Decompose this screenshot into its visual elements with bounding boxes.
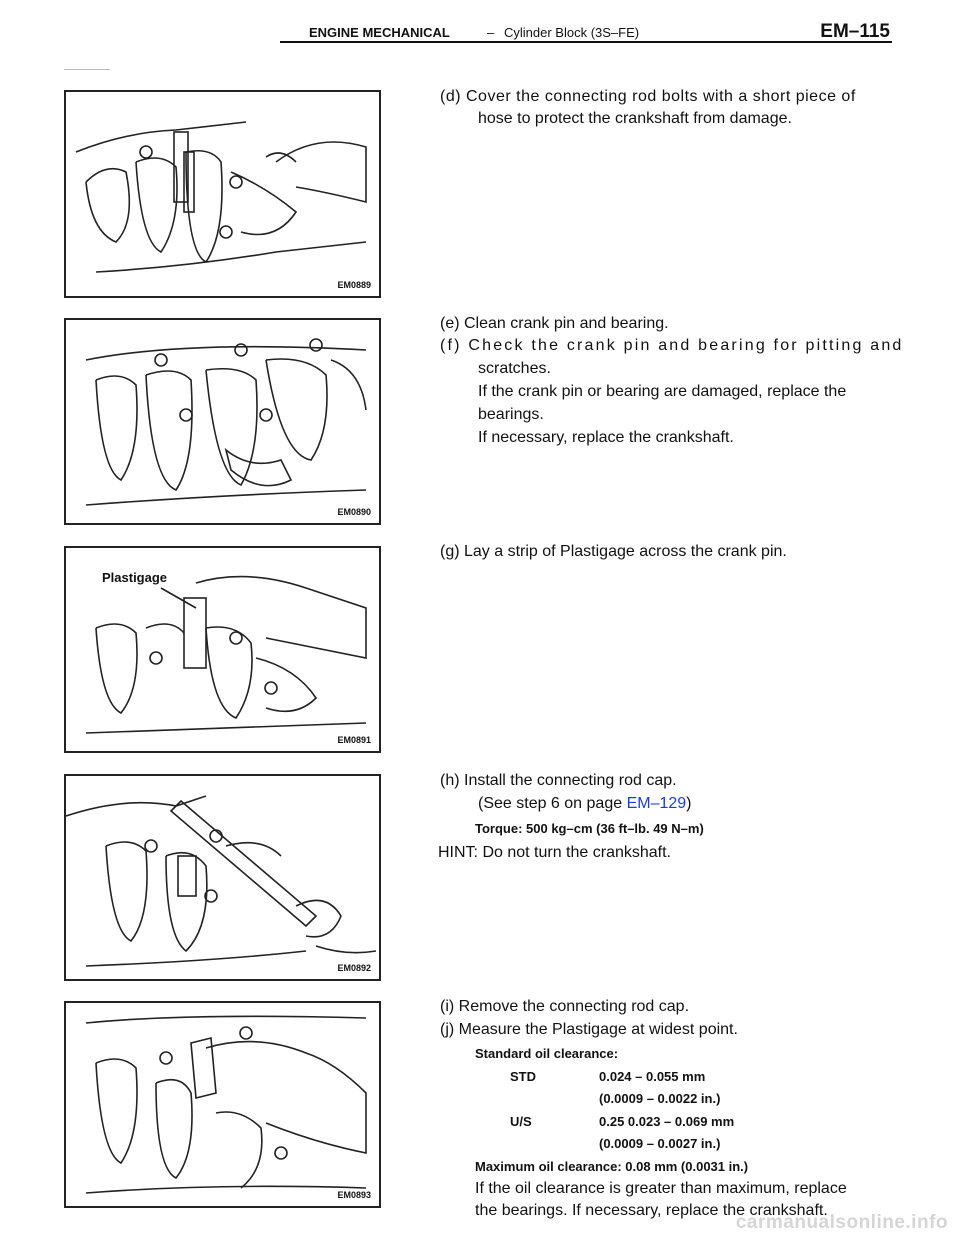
- us-value-mm: 0.25 0.023 – 0.069 mm: [599, 1114, 735, 1129]
- hint-text: HINT: Do not turn the crankshaft.: [438, 844, 671, 861]
- figure-em0892: EM0892: [64, 774, 381, 981]
- step-h-ref-post: ): [686, 795, 692, 812]
- us-label: U/S: [510, 1114, 532, 1129]
- us-value-in: (0.0009 – 0.0027 in.): [599, 1136, 721, 1151]
- step-e: (e) Clean crank pin and bearing.: [440, 315, 669, 332]
- torque-spec: Torque: 500 kg–cm (36 ft–lb. 49 N–m): [475, 821, 704, 836]
- engine-illustration: [85, 338, 367, 506]
- plastigage-label: Plastigage: [102, 570, 168, 585]
- step-g: (g) Lay a strip of Plastigage across the…: [440, 543, 787, 560]
- std-value-in: (0.0009 – 0.0022 in.): [599, 1091, 721, 1106]
- header-rule: [280, 41, 892, 43]
- step-f-note2: If necessary, replace the crankshaft.: [478, 429, 734, 446]
- step-j: (j) Measure the Plastigage at widest poi…: [440, 1021, 738, 1038]
- std-label: STD: [510, 1069, 536, 1084]
- header-dash: –: [487, 25, 495, 40]
- page-link-em129[interactable]: EM–129: [626, 795, 687, 812]
- step-f-note1-cont: bearings.: [478, 406, 544, 423]
- engine-illustration: [85, 1015, 367, 1194]
- step-h: (h) Install the connecting rod cap.: [440, 772, 677, 789]
- engine-illustration: [66, 795, 377, 967]
- step-f-cont: scratches.: [478, 360, 551, 377]
- figure-code: EM0893: [337, 1190, 371, 1200]
- header-section: ENGINE MECHANICAL: [309, 25, 450, 40]
- std-clearance-title: Standard oil clearance:: [475, 1046, 619, 1061]
- step-f-note1: If the crank pin or bearing are damaged,…: [478, 383, 847, 400]
- std-value-mm: 0.024 – 0.055 mm: [599, 1069, 706, 1084]
- page-number: EM–115: [820, 21, 890, 42]
- engine-illustration: [75, 121, 367, 273]
- figure-em0891: Plastigage EM0891: [64, 546, 381, 753]
- figure-em0893: EM0893: [64, 1001, 381, 1208]
- max-clearance: Maximum oil clearance: 0.08 mm (0.0031 i…: [475, 1159, 749, 1174]
- figure-code: EM0892: [337, 963, 371, 973]
- corner-mark: [64, 69, 110, 70]
- figure-em0889: EM0889: [64, 90, 381, 298]
- figure-em0890: EM0890: [64, 318, 381, 525]
- step-f: (f) Check the crank pin and bearing for …: [440, 337, 904, 354]
- watermark: carmanualsonline.info: [735, 1212, 948, 1233]
- step-d-cont: hose to protect the crankshaft from dama…: [478, 110, 792, 127]
- figure-code: EM0889: [337, 280, 371, 290]
- figure-code: EM0891: [337, 735, 371, 745]
- step-h-ref: (See step 6 on page EM–129): [478, 793, 691, 815]
- replace-note-cont: the bearings. If necessary, replace the …: [475, 1202, 828, 1219]
- header-subsection: Cylinder Block (3S–FE): [504, 25, 640, 40]
- step-h-ref-pre: (See step 6 on page: [478, 795, 627, 812]
- figure-code: EM0890: [337, 507, 371, 517]
- step-i: (i) Remove the connecting rod cap.: [440, 998, 690, 1015]
- step-d: (d) Cover the connecting rod bolts with …: [440, 88, 856, 105]
- replace-note: If the oil clearance is greater than max…: [475, 1180, 847, 1197]
- engine-illustration: [85, 575, 367, 734]
